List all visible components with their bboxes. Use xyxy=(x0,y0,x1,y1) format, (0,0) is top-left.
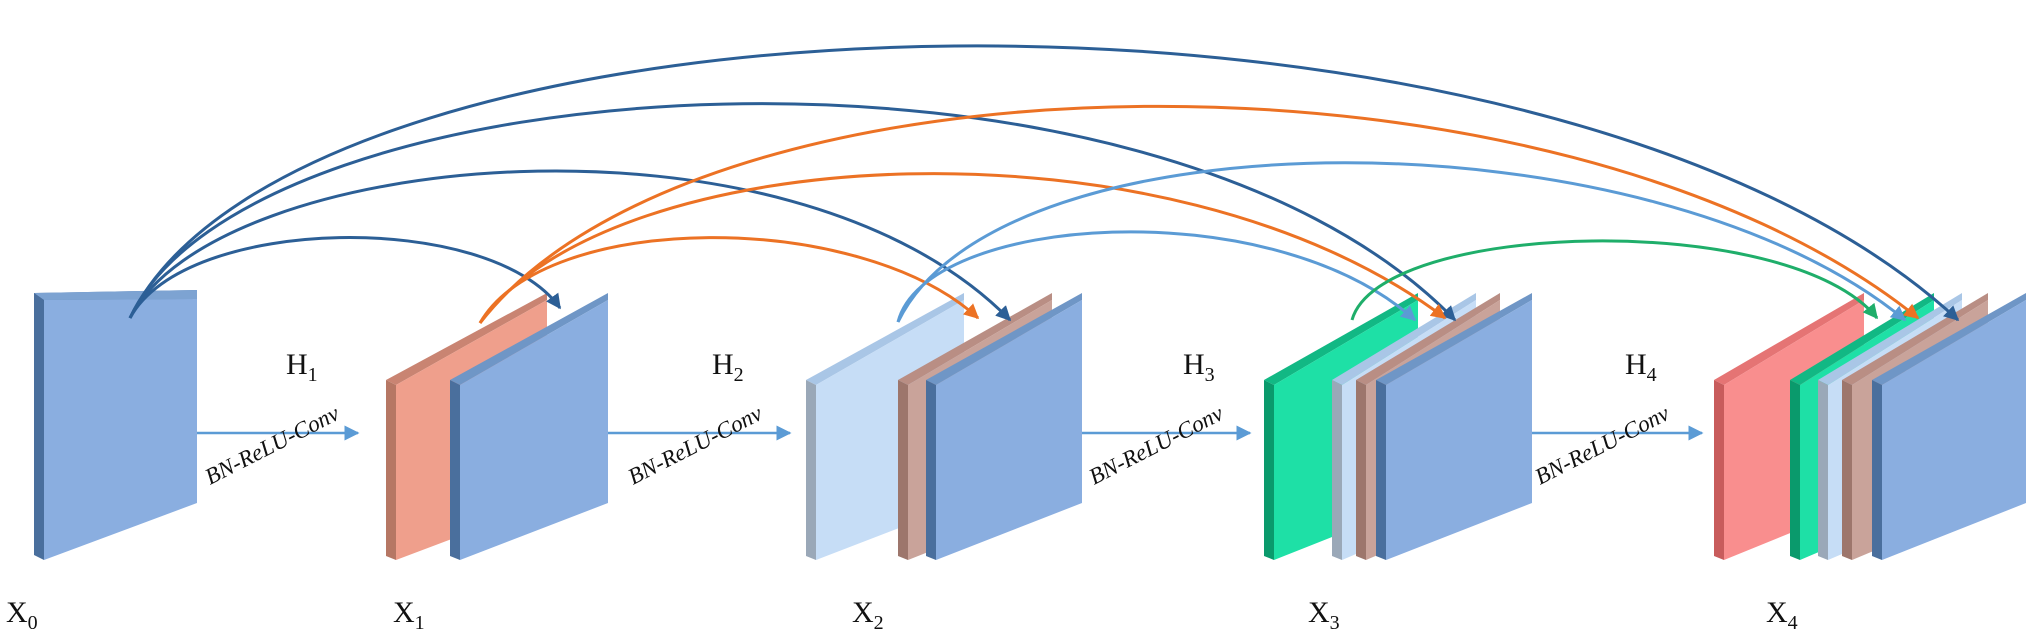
slab-x0-copy xyxy=(926,293,1082,560)
skip-arrow-x0-to-x2 xyxy=(128,169,1012,322)
node-label-x0: X0 xyxy=(6,596,38,633)
x4-stack xyxy=(1714,293,2026,560)
transition-label-h4: H4 xyxy=(1625,348,1657,386)
skip-arrow-x0-to-x4 xyxy=(128,44,1960,322)
skip-arrow-x0-to-x1 xyxy=(128,236,562,319)
slab-x0-output xyxy=(34,290,197,560)
node-label-x1: X1 xyxy=(393,596,425,633)
node-labels: X0 X1 X2 X3 X4 xyxy=(6,596,1798,633)
node-label-x4: X4 xyxy=(1766,596,1798,633)
skip-arrow-x1-to-x2 xyxy=(478,236,980,324)
slab-x0-copy xyxy=(1872,293,2026,560)
skip-connections-x2 xyxy=(896,161,1907,323)
x3-stack xyxy=(1264,293,1532,560)
node-label-x2: X2 xyxy=(852,596,884,633)
transition-label-h1: H1 xyxy=(286,348,318,386)
x0-stack xyxy=(34,290,197,560)
skip-arrow-x3-to-x4 xyxy=(1350,239,1879,321)
slab-x0-copy xyxy=(1376,293,1532,560)
transition-labels: H1 H2 H3 H4 xyxy=(286,348,1657,386)
skip-arrow-x2-to-x4 xyxy=(896,161,1907,323)
transition-label-h3: H3 xyxy=(1183,348,1215,386)
skip-arrow-x2-to-x3 xyxy=(896,230,1417,323)
skip-connections-x3 xyxy=(1350,239,1879,321)
skip-arrow-x0-to-x3 xyxy=(128,102,1457,322)
operation-label-h3: BN-ReLU-Conv xyxy=(1085,400,1228,489)
transition-label-h2: H2 xyxy=(712,348,744,386)
skip-connections-x0 xyxy=(128,44,1960,322)
x1-stack xyxy=(386,293,608,560)
skip-connections-x1 xyxy=(478,104,1920,324)
slab-x0-copy xyxy=(450,293,608,560)
node-label-x3: X3 xyxy=(1308,596,1340,633)
operation-label-h4: BN-ReLU-Conv xyxy=(1531,400,1674,489)
operation-label-h1: BN-ReLU-Conv xyxy=(201,400,344,489)
operation-label-h2: BN-ReLU-Conv xyxy=(624,400,767,489)
x2-stack xyxy=(806,293,1082,560)
skip-arrow-x1-to-x3 xyxy=(478,172,1447,324)
skip-arrow-x1-to-x4 xyxy=(478,104,1920,324)
